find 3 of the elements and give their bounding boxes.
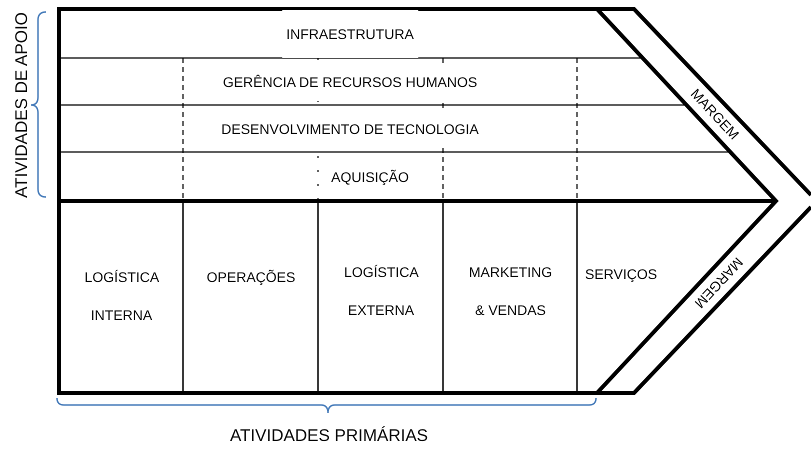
bottom-label: ATIVIDADES PRIMÁRIAS bbox=[230, 426, 428, 446]
side-label: ATIVIDADES DE APOIO bbox=[12, 12, 32, 198]
support-activity-label: INFRAESTRUTURA bbox=[282, 10, 418, 58]
